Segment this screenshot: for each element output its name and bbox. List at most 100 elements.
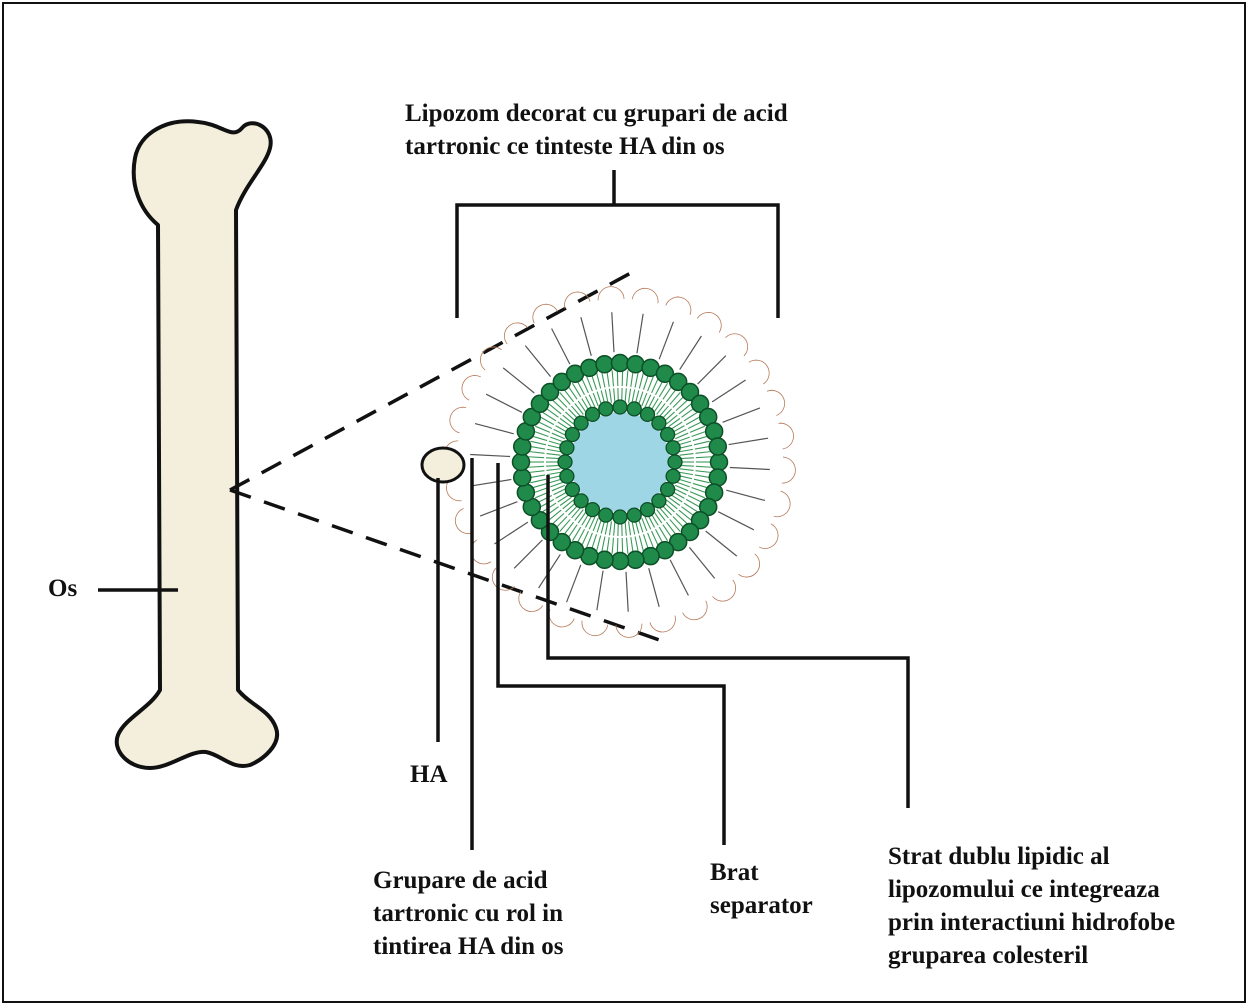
lipid-tail [669,497,680,505]
spacer-arm-line [470,455,510,457]
lipid-tail [690,426,705,432]
lipid-tail [560,392,570,404]
lipid-tail [632,521,635,535]
lipid-tail [546,469,560,471]
lipid-tail [643,534,648,549]
lipid-tail [560,419,571,427]
spacer-arm-line [637,314,643,354]
tartronic-crescent-icon [466,540,491,569]
tartronic-crescent-icon [580,621,608,638]
lipid-head-inner [666,441,680,455]
lipid-tail [639,392,643,405]
lipid-tail [694,441,710,445]
lipid-tail [609,389,611,403]
spacer-label-line-2: separator [710,889,813,922]
lipid-tail [666,500,677,509]
lipid-head-outer [642,548,659,565]
lipid-tail [696,466,712,467]
lipid-tail [631,371,633,387]
spacer-arm-line [729,438,768,444]
spacer-arm-line [567,565,581,602]
lipid-head-outer [581,359,598,376]
lipid-tail [696,457,712,458]
lipid-tail [529,446,545,449]
lipid-tail [680,454,694,456]
lipid-tail [556,396,567,407]
lipid-tail [657,403,666,414]
spacer-arm-line [723,408,760,422]
lipid-tail [592,375,597,390]
lipid-head-outer [612,553,629,570]
liposome-title-line-1: Lipozom decorat cu grupari de acid [405,97,788,130]
lipid-tail [529,475,545,478]
lipid-tail [532,483,547,488]
tartronic-label-line-1: Grupare de acid [373,864,548,897]
lipid-tail [639,373,643,388]
spacer-arm-line [581,317,591,356]
lipid-tail [612,538,613,554]
lipid-tail [696,471,712,473]
lipid-head-inner [627,402,641,416]
lipid-head-inner [599,508,613,522]
lipid-tail [530,441,546,445]
lipid-tail [547,449,561,451]
lipid-tail [680,465,694,466]
tartronic-crescent-icon [666,293,695,314]
spacer-arm-line [475,424,514,434]
lipid-tail [597,373,601,388]
lipid-head-inner [641,503,655,517]
lipid-tail [669,419,680,427]
lipid-tail [529,471,545,473]
bilayer-label-line-3: prin interactiuni hidrofobe [888,906,1175,939]
tartronic-crescent-icon [683,601,712,624]
bilayer-label-line-2: lipozomului ce integreaza [888,873,1160,906]
lipid-tail [692,431,707,436]
tartronic-label-line-2: tartronic cu rol in [373,897,563,930]
lipid-tail [679,472,693,474]
spacer-arm-line [680,336,702,370]
spacer-arm-line [486,394,522,412]
spacer-arm-line [718,512,754,530]
tartronic-crescent-icon [514,592,543,617]
lipid-tail [533,431,548,436]
tartronic-crescent-icon [767,387,789,416]
spacer-arm-line [503,368,534,393]
lipid-tail [673,517,684,528]
lipid-tail [673,396,684,407]
tartronic-crescent-icon [650,616,678,635]
tartronic-crescent-icon [457,371,480,400]
leader-line-bilayer [548,475,908,808]
lipid-head-inner [613,510,627,524]
lipid-tail [694,479,710,483]
lipid-tail [670,519,680,531]
lipid-tail [696,452,712,454]
lipid-tail [679,449,693,451]
spacer-arm-line [626,572,628,612]
lipid-head-outer [596,551,613,568]
liposome-bracket [457,170,778,318]
lipid-tail [654,401,662,413]
lipid-tail [597,392,601,405]
bilayer-label-line-4: gruparea colesteril [888,939,1088,972]
lipid-tail [627,370,628,386]
liposome-title-line-2: tartronic ce tinteste HA din os [405,130,725,163]
lipid-tail [639,536,643,551]
spacer-arm-line [525,346,550,377]
tartronic-crescent-icon [632,286,660,303]
lipid-tail [659,507,668,518]
lipid-tail [693,483,708,488]
tartronic-crescent-icon [487,568,515,596]
lipid-tail [563,500,574,509]
lipid-tail [648,376,654,391]
spacer-arm-line [552,329,570,365]
tartronic-crescent-icon [738,554,764,582]
lipid-tail [632,389,635,403]
lipid-tail [592,534,597,549]
lipid-tail [552,513,564,524]
lipid-tail [533,488,548,493]
lipid-tail [552,400,564,411]
lipid-head-outer [709,469,726,486]
lipid-head-outer [596,356,613,373]
tartronic-crescent-icon [452,509,474,538]
tartronic-crescent-icon [782,457,796,484]
